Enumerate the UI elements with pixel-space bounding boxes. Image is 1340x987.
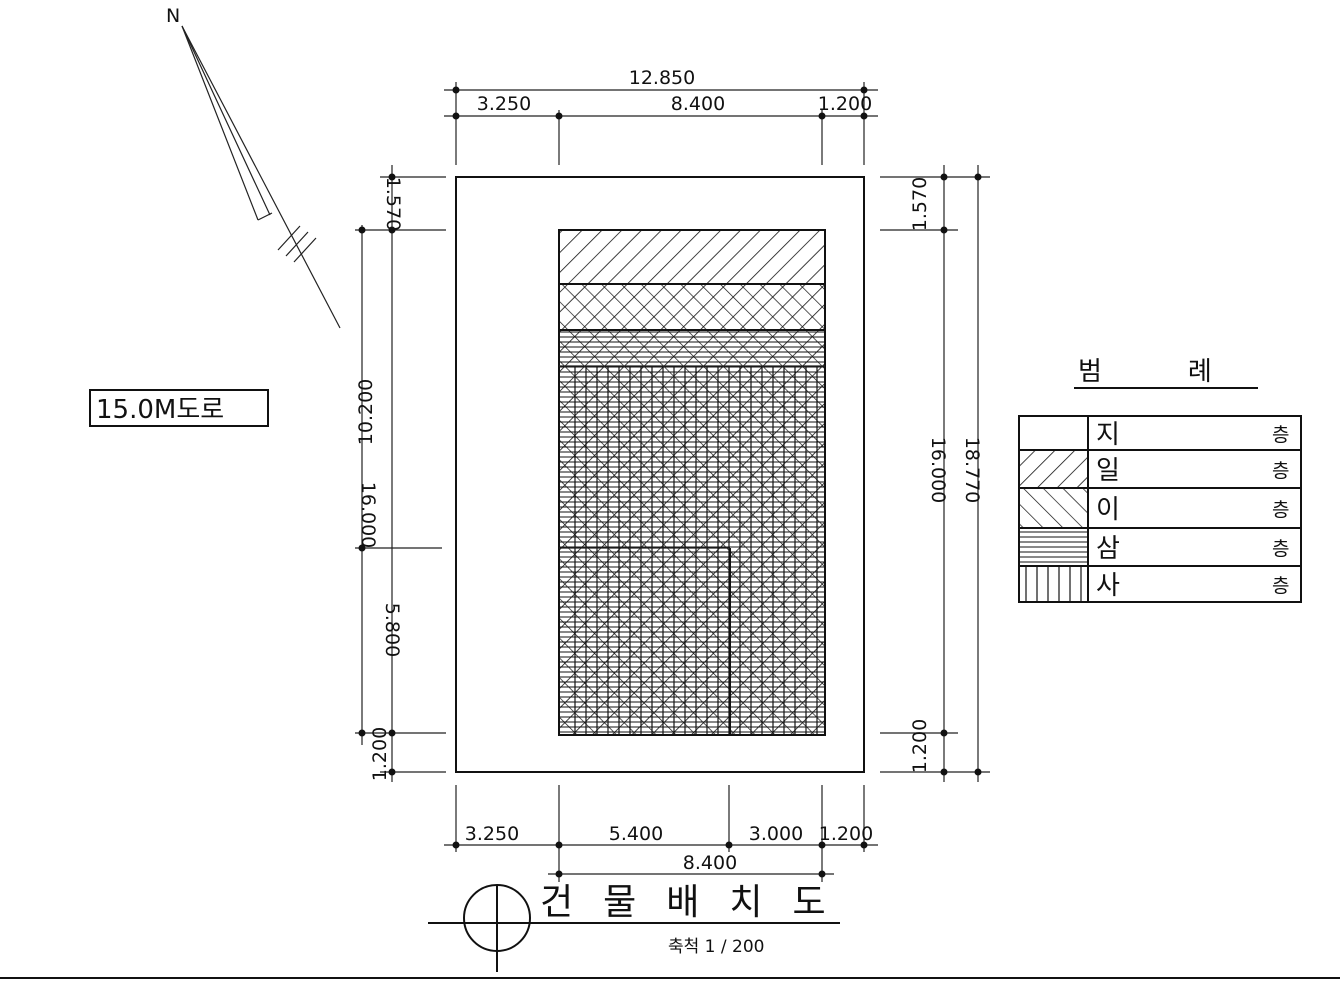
dim-right-mid: 16.000 — [927, 437, 949, 503]
legend-row-3-name: 삼 — [1096, 534, 1120, 564]
dim-left-top: 1.570 — [382, 177, 404, 231]
legend-title: 범례 — [1078, 357, 1298, 387]
road-label-box: 15.0M도로 — [89, 389, 269, 427]
dim-bottom-b: 5.400 — [609, 823, 663, 845]
dim-bottom-d: 1.200 — [819, 823, 873, 845]
legend-row-4-suffix: 층 — [1272, 575, 1289, 597]
legend-swatch-4 — [1020, 567, 1087, 601]
dimensions-top: 12.850 3.250 8.400 1.200 — [444, 67, 878, 165]
legend-swatch-1 — [1020, 451, 1087, 487]
dim-bottom-span: 8.400 — [683, 852, 737, 874]
legend-row-4-name: 사 — [1096, 571, 1120, 601]
dimensions-left: 1.570 10.200 16.000 5.800 1.200 — [355, 165, 446, 782]
legend-swatch-3 — [1020, 529, 1087, 565]
north-arrow: N — [166, 5, 341, 329]
road-label: 15.0M도로 — [96, 395, 224, 425]
dim-left-bottom: 1.200 — [369, 727, 391, 781]
title-block: 건물배치도 축척 1 / 200 — [428, 882, 856, 972]
legend-row-1-suffix: 층 — [1272, 460, 1289, 482]
legend: 범례 지 일 이 삼 사 층 층 층 층 층 — [1018, 357, 1302, 603]
dim-left-total: 16.000 — [357, 482, 379, 548]
north-label: N — [166, 5, 180, 27]
dim-bottom-a: 3.250 — [465, 823, 519, 845]
legend-row-1-name: 일 — [1096, 456, 1120, 486]
legend-row-3-suffix: 층 — [1272, 538, 1289, 560]
legend-row-2-name: 이 — [1096, 495, 1120, 525]
drawing-scale: 축척 1 / 200 — [668, 937, 764, 957]
site-boundary — [455, 176, 865, 773]
dim-right-total: 18.770 — [961, 437, 983, 503]
drawing-title: 건물배치도 — [540, 882, 856, 923]
legend-row-2-suffix: 층 — [1272, 499, 1289, 521]
dim-top-mid: 8.400 — [671, 93, 725, 115]
dim-bottom-c: 3.000 — [749, 823, 803, 845]
legend-row-0-name: 지 — [1096, 420, 1120, 450]
dimensions-bottom: 3.250 5.400 3.000 1.200 8.400 — [444, 785, 878, 882]
dim-right-top: 1.570 — [909, 177, 931, 231]
dim-left-lower: 5.800 — [381, 603, 403, 657]
dim-left-upper: 10.200 — [355, 379, 377, 445]
dim-top-total: 12.850 — [629, 67, 695, 89]
legend-swatch-2 — [1020, 489, 1087, 527]
dimensions-right: 1.570 16.000 18.770 1.200 — [880, 165, 990, 782]
dim-top-right: 1.200 — [818, 93, 872, 115]
building-footprint — [558, 229, 826, 736]
dim-top-left: 3.250 — [477, 93, 531, 115]
dim-right-bottom: 1.200 — [909, 719, 931, 773]
legend-row-0-suffix: 층 — [1272, 424, 1289, 446]
